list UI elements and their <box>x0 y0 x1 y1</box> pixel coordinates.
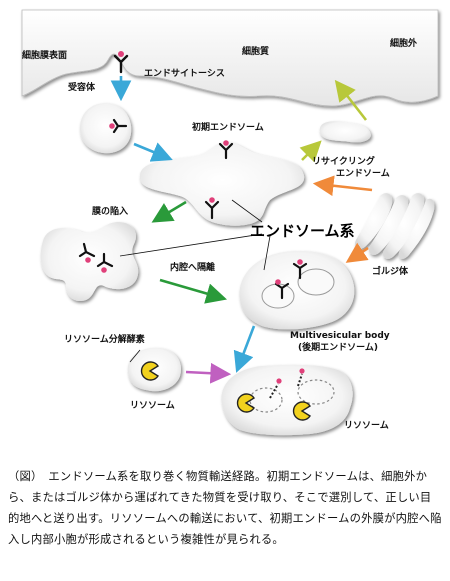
figure-caption: （図） エンドソーム系を取り巻く物質輸送経路。初期エンドソームは、細胞外から、ま… <box>8 470 442 546</box>
plasma-membrane <box>21 9 439 107</box>
label-membrane-surface: 細胞膜表面 <box>22 49 67 61</box>
receptor-icon <box>113 54 129 74</box>
label-lumen-isolation: 内腔へ隔離 <box>170 261 215 273</box>
endocytic-vesicle <box>80 103 132 154</box>
cargo-dot <box>85 257 91 263</box>
label-lysosome-large: リソソーム <box>344 420 389 431</box>
cargo-dot <box>209 197 215 203</box>
receptor-fragment-icon <box>269 383 279 399</box>
cargo-dot <box>297 259 303 265</box>
label-mvb-2: (後期エンドソーム) <box>298 341 378 353</box>
cargo-dot <box>275 279 281 285</box>
pointer-line <box>119 199 271 271</box>
lysosome-small <box>127 347 182 392</box>
arrow-to-invagination <box>151 200 187 223</box>
lysosomal-enzyme-icon <box>292 401 311 421</box>
internal-vesicle <box>249 387 283 413</box>
arrow-to-recycling <box>299 140 322 163</box>
label-recycling-1: リサイクリング <box>312 155 375 167</box>
early-endosome <box>139 142 305 226</box>
arrow-recycling-out <box>334 79 368 121</box>
label-mvb-1: Multivesicular body <box>290 331 390 341</box>
label-extracellular: 細胞外 <box>390 37 417 49</box>
receptor-icon <box>78 242 114 268</box>
golgi-apparatus <box>354 193 435 259</box>
label-early-endosome: 初期エンドソーム <box>192 121 264 133</box>
recycling-endosome <box>319 121 371 143</box>
cargo-dot <box>101 267 107 273</box>
label-lysosome-small: リソソーム <box>130 400 175 411</box>
receptor-icon <box>204 142 234 220</box>
arrow-to-early-endosome <box>133 142 173 162</box>
multivesicular-body <box>239 250 355 330</box>
lysosomal-enzyme-icon <box>140 361 159 381</box>
receptor-icon <box>274 262 308 300</box>
lysosomal-enzyme-icon <box>236 393 255 413</box>
label-endosome-system: エンドソーム系 <box>250 222 355 240</box>
cargo-dot <box>223 140 229 146</box>
label-cytoplasm: 細胞質 <box>242 45 269 57</box>
cargo-dot <box>109 123 115 129</box>
label-golgi: ゴルジ体 <box>372 265 409 277</box>
label-endocytosis: エンドサイトーシス <box>144 68 225 79</box>
internal-vesicle <box>297 379 335 405</box>
endosome-diagram: 細胞膜表面 細胞質 細胞外 受容体 エンドサイトーシス 初期エンドソーム リサイ… <box>21 9 439 436</box>
label-recycling-2: エンドソーム <box>336 168 390 179</box>
label-lysosomal-enzyme: リソソーム分解酵素 <box>64 333 145 345</box>
label-receptor: 受容体 <box>68 81 96 93</box>
arrow-lysosome-fusion <box>185 362 232 384</box>
cargo-dot <box>276 378 282 384</box>
arrow-to-mvb <box>159 278 227 304</box>
internal-vesicle <box>261 283 295 309</box>
receptor-icon <box>112 118 128 134</box>
arrow-to-lysosome <box>233 325 256 373</box>
label-invagination: 膜の陥入 <box>91 205 128 217</box>
pointer-line <box>129 349 141 363</box>
cargo-dot <box>299 368 305 374</box>
lysosome-large <box>221 364 353 436</box>
cargo-dot <box>118 51 124 57</box>
arrow-from-golgi-bottom <box>345 242 369 263</box>
arrow-from-golgi-top <box>312 175 373 197</box>
internal-vesicle <box>297 268 335 296</box>
